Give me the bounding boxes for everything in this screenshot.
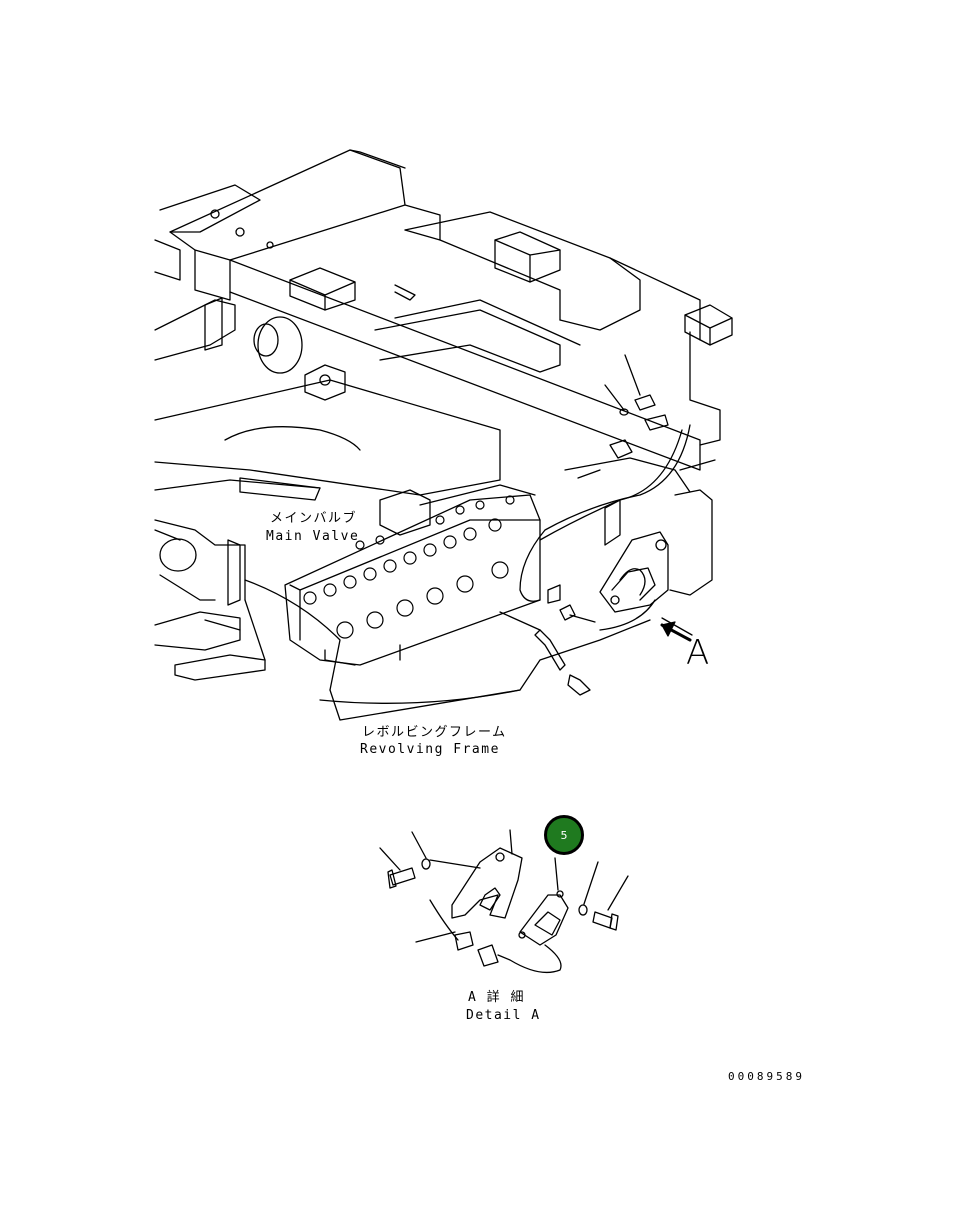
view-arrow-a bbox=[660, 617, 693, 642]
detail-label-en: Detail A bbox=[466, 1008, 541, 1023]
view-letter: A bbox=[686, 633, 710, 673]
main-valve-label-jp: メインバルブ bbox=[270, 511, 358, 526]
detail-label-jp: A 詳 細 bbox=[468, 990, 525, 1005]
harness-drawing bbox=[499, 354, 716, 696]
main-valve-label-en: Main Valve bbox=[266, 529, 360, 544]
callout-5[interactable]: 5 bbox=[544, 815, 584, 855]
revolving-frame-label-en: Revolving Frame bbox=[360, 742, 500, 757]
revolving-frame-label-jp: レボルビングフレーム bbox=[362, 725, 507, 740]
document-id: 00089589 bbox=[728, 1070, 805, 1083]
detail-a-drawing bbox=[379, 829, 629, 974]
